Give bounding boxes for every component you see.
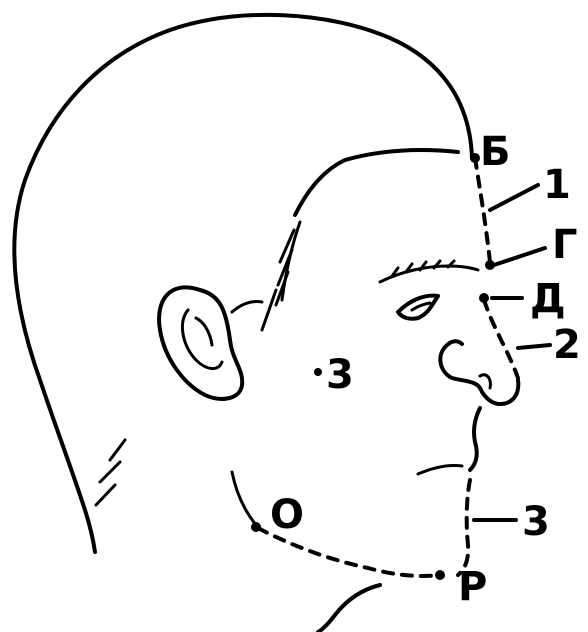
neck-front: [318, 585, 380, 632]
label-b: Б: [480, 129, 511, 175]
skull-outline: [14, 15, 472, 552]
point-d-dot: [479, 293, 489, 303]
upper-lip: [470, 408, 480, 470]
label-g: Г: [552, 222, 578, 268]
label-2: 2: [553, 322, 581, 368]
mouth-line: [418, 465, 462, 474]
ear: [159, 287, 262, 398]
label-3-face: 3: [326, 352, 354, 398]
point-3-face-dot: [314, 368, 322, 376]
neck-hatching: [96, 440, 125, 505]
temple-hatching: [262, 222, 300, 330]
profile-nose-bridge: [484, 300, 518, 378]
label-o: О: [270, 492, 304, 538]
point-b-dot: [470, 153, 480, 163]
label-d: Д: [530, 276, 566, 322]
profile-chin: [458, 480, 470, 575]
label-3-chin: 3: [522, 499, 550, 545]
leader-g: [494, 248, 545, 265]
leader-2: [518, 345, 550, 348]
point-o-dot: [251, 522, 261, 532]
jaw-solid: [232, 472, 256, 525]
label-r: Р: [458, 564, 487, 610]
label-1: 1: [543, 162, 571, 208]
leader-1: [490, 185, 538, 210]
point-r-dot: [435, 570, 445, 580]
hairline: [295, 150, 458, 215]
